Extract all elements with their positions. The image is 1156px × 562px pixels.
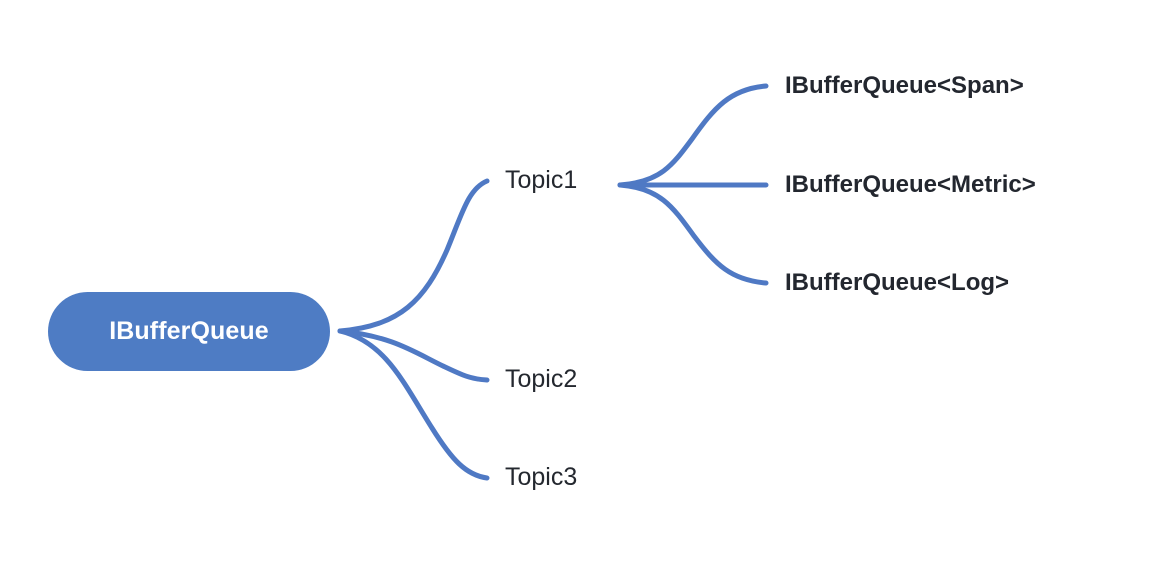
edge-root-to-topic1 xyxy=(337,178,490,334)
edge-root-to-topic2 xyxy=(337,328,490,383)
edge-topic1-to-log xyxy=(617,182,769,286)
edge-topic1-to-span xyxy=(617,83,769,188)
leaf-node-ibufferqueue-span[interactable]: IBufferQueue<Span> xyxy=(785,72,1024,99)
edge-root-to-topic3 xyxy=(337,328,490,481)
root-node[interactable]: IBufferQueue xyxy=(48,292,330,371)
leaf-node-ibufferqueue-metric[interactable]: IBufferQueue<Metric> xyxy=(785,171,1036,198)
leaf-node-ibufferqueue-log[interactable]: IBufferQueue<Log> xyxy=(785,269,1010,296)
topic-node-topic1[interactable]: Topic1 xyxy=(505,166,578,194)
topic-node-topic2[interactable]: Topic2 xyxy=(505,365,578,393)
root-node-label: IBufferQueue xyxy=(109,317,269,345)
topic-node-topic3[interactable]: Topic3 xyxy=(505,463,578,491)
